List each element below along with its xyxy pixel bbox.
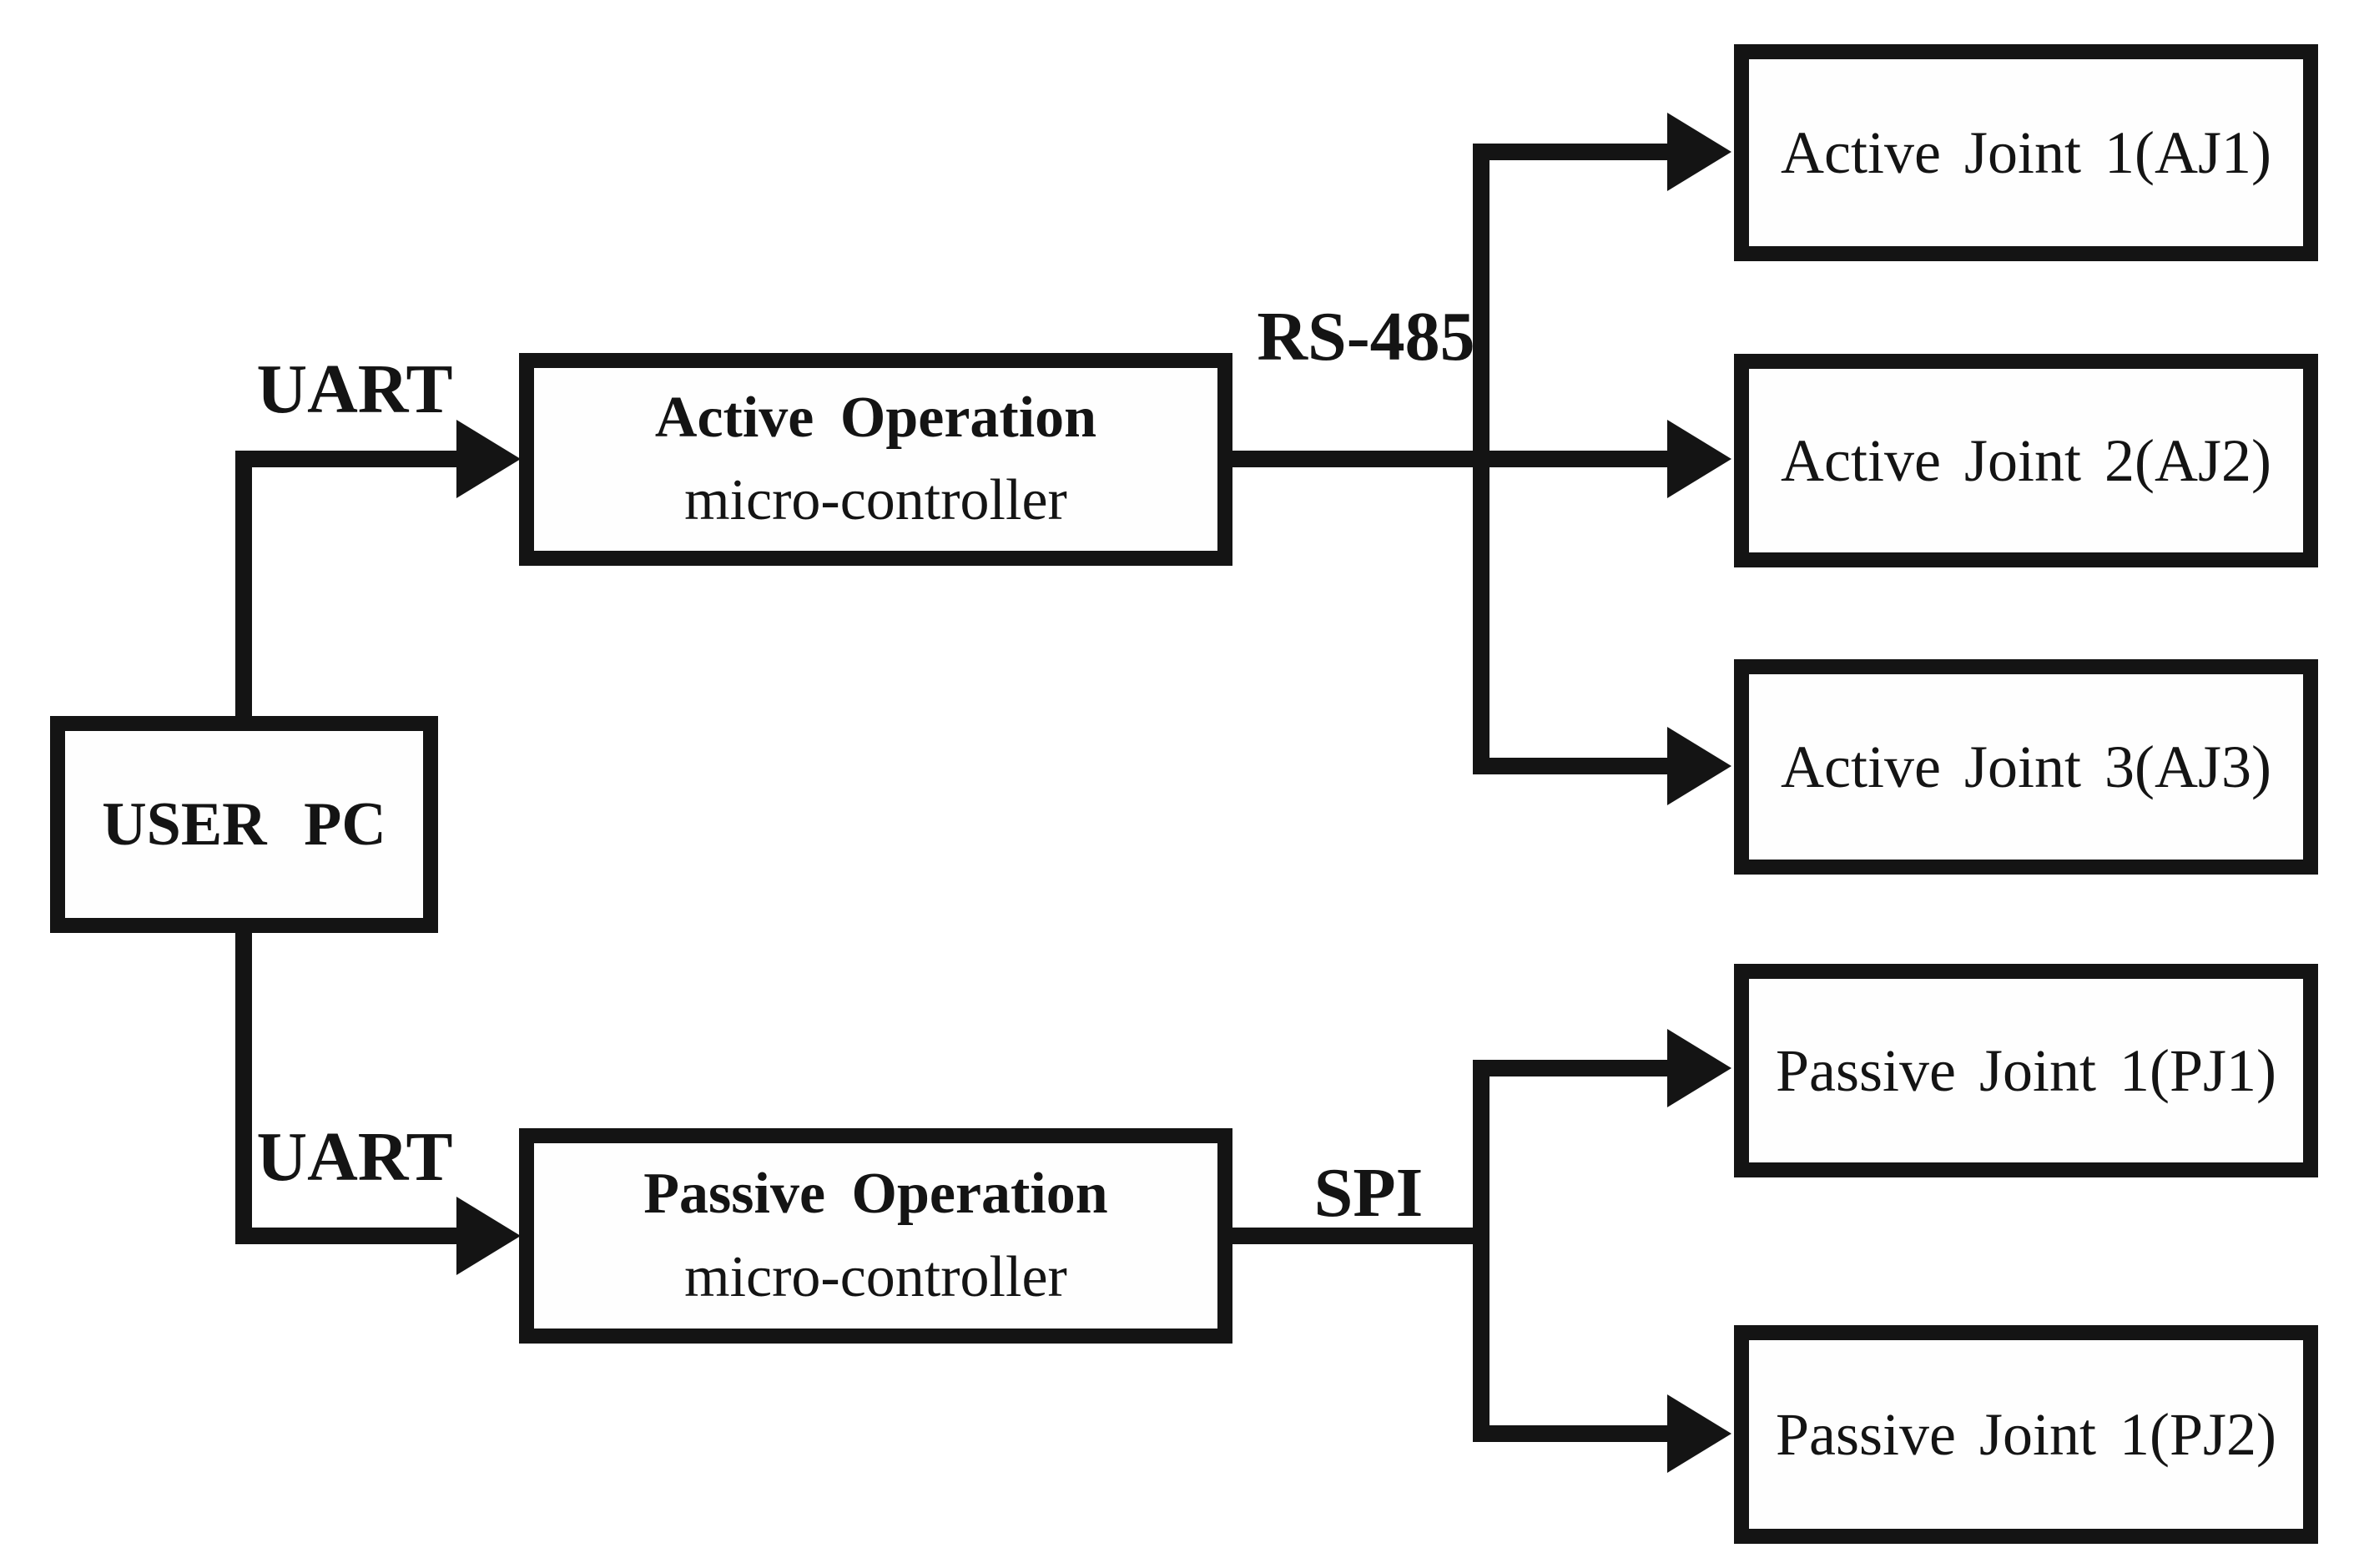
node-active-mcu: Active Operation micro-controller [519, 353, 1232, 566]
node-passive-mcu: Passive Operation micro-controller [519, 1128, 1232, 1344]
wire-active-mcu-to-aj2 [1232, 451, 1667, 467]
node-user-pc-label: USER PC [102, 789, 386, 859]
wire-branch-pj2 [1473, 1425, 1667, 1442]
node-active-joint-3-label: Active Joint 3(AJ3) [1781, 733, 2271, 800]
node-active-mcu-line2: micro-controller [684, 468, 1067, 533]
edge-label-uart-bottom: UART [256, 1118, 453, 1196]
wire-userpc-down-vertical [235, 933, 252, 1244]
arrowhead-into-aj1 [1667, 113, 1731, 191]
wire-uart-top-horizontal [235, 451, 456, 467]
node-passive-joint-1: Passive Joint 1(PJ1) [1734, 964, 2318, 1177]
node-active-joint-1-label: Active Joint 1(AJ1) [1781, 118, 2271, 186]
node-active-joint-2-label: Active Joint 2(AJ2) [1781, 426, 2271, 494]
node-active-joint-1: Active Joint 1(AJ1) [1734, 44, 2318, 261]
node-active-joint-3: Active Joint 3(AJ3) [1734, 659, 2318, 875]
wire-spi-bus-vertical [1473, 1060, 1489, 1442]
wire-uart-bottom-horizontal [235, 1228, 456, 1244]
node-active-mcu-line1: Active Operation [654, 385, 1097, 450]
wire-branch-pj1 [1473, 1060, 1667, 1076]
node-passive-mcu-line2: micro-controller [684, 1245, 1067, 1310]
wire-rs485-bus-vertical [1473, 144, 1489, 774]
wire-passive-mcu-to-bus [1232, 1228, 1489, 1244]
node-active-joint-2: Active Joint 2(AJ2) [1734, 354, 2318, 567]
arrowhead-into-active-mcu [456, 420, 521, 498]
arrowhead-into-pj1 [1667, 1029, 1731, 1107]
node-passive-mcu-line1: Passive Operation [643, 1161, 1108, 1226]
edge-label-uart-top: UART [256, 350, 453, 428]
arrowhead-into-aj3 [1667, 727, 1731, 805]
node-passive-joint-2: Passive Joint 1(PJ2) [1734, 1325, 2318, 1544]
arrowhead-into-passive-mcu [456, 1197, 521, 1275]
wire-branch-aj1 [1473, 144, 1667, 160]
node-passive-joint-1-label: Passive Joint 1(PJ1) [1775, 1036, 2277, 1104]
arrowhead-into-pj2 [1667, 1394, 1731, 1473]
edge-label-spi: SPI [1313, 1154, 1424, 1232]
node-user-pc: USER PC [50, 716, 438, 933]
wire-userpc-up-vertical [235, 451, 252, 718]
edge-label-rs485: RS-485 [1257, 298, 1475, 376]
arrowhead-into-aj2 [1667, 420, 1731, 498]
wire-branch-aj3 [1473, 758, 1667, 774]
node-passive-joint-2-label: Passive Joint 1(PJ2) [1775, 1400, 2277, 1468]
